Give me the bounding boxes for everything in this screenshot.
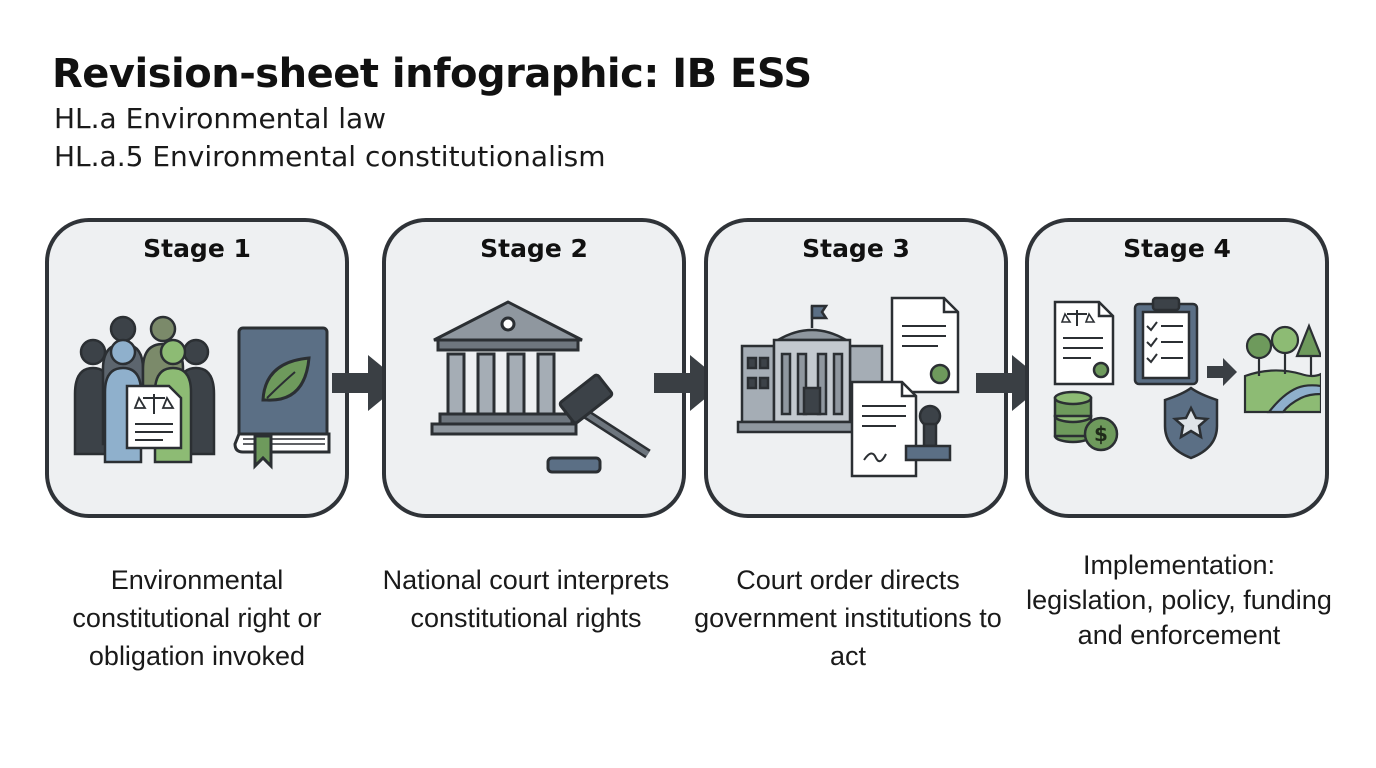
stage-2-label: Stage 2 [480,234,588,263]
enforcement-badge-icon [1163,386,1219,460]
gavel-icon [546,373,651,474]
restored-landscape-icon [1243,323,1321,414]
constitution-book-icon [233,326,331,470]
stamp-icon [904,404,952,462]
stage-4-caption: Implementation: legislation, policy, fun… [1026,550,1332,650]
page-title: Revision-sheet infographic: IB ESS [52,51,812,97]
stage-1-caption: Environmental constitutional right or ob… [72,565,322,671]
legal-document-icon [125,384,183,450]
court-order-document-icon [850,296,960,478]
stage-3-label: Stage 3 [802,234,910,263]
subtitle-topic: HL.a Environmental law [54,102,387,135]
stage-2-box: Stage 2 [382,218,686,518]
stage-3-box: Stage 3 [704,218,1008,518]
stage-4-illustration: $ [1053,296,1321,460]
stage-3-caption: Court order directs government instituti… [694,565,1002,671]
stage-1-box: Stage 1 [45,218,349,518]
stage-2-illustration [430,300,651,474]
funding-coins-icon: $ [1053,390,1119,452]
stage-1-illustration [73,315,331,470]
stage-3-illustration [736,296,960,478]
stage-2-caption: National court interprets constitutional… [382,565,670,633]
subtitle-subtopic: HL.a.5 Environmental constitutionalism [54,140,606,173]
policy-checklist-icon [1133,296,1199,386]
legislation-document-icon [1053,300,1115,386]
stage-1-label: Stage 1 [143,234,251,263]
courthouse-icon [430,300,583,436]
stage-4-label: Stage 4 [1123,234,1231,263]
arrow-right-icon [1207,358,1237,386]
stage-4-box: Stage 4 [1025,218,1329,518]
svg-text:$: $ [1094,422,1108,446]
